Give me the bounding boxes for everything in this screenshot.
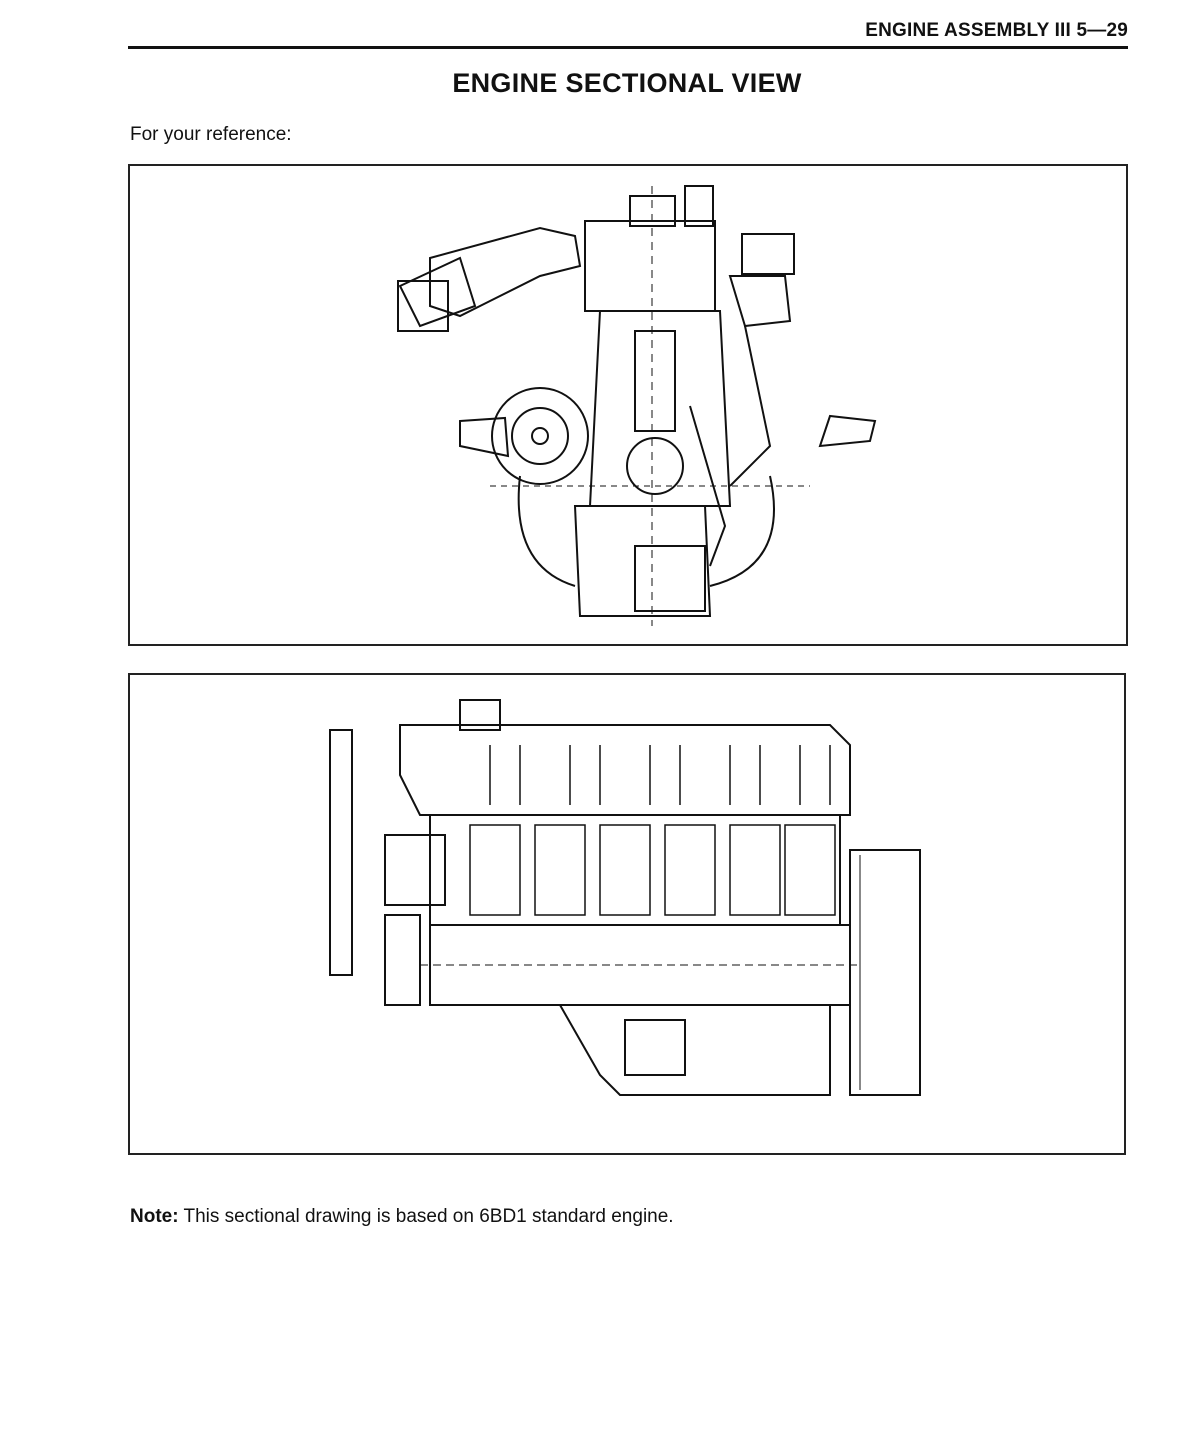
figure-frame-front-section xyxy=(128,164,1128,646)
intro-text: For your reference: xyxy=(130,124,292,145)
figure-frame-side-section xyxy=(128,673,1126,1155)
note-text: This sectional drawing is based on 6BD1 … xyxy=(183,1206,674,1227)
section-title: ENGINE ASSEMBLY III 5—29 xyxy=(865,20,1128,41)
page-header: ENGINE ASSEMBLY III 5—29 xyxy=(128,18,1128,49)
engine-longitudinal-section-icon xyxy=(329,699,921,1096)
page-title: ENGINE SECTIONAL VIEW xyxy=(452,68,802,98)
note-label: Note: xyxy=(130,1206,179,1227)
engine-cross-section-icon xyxy=(397,185,877,626)
note: Note: This sectional drawing is based on… xyxy=(130,1206,674,1228)
